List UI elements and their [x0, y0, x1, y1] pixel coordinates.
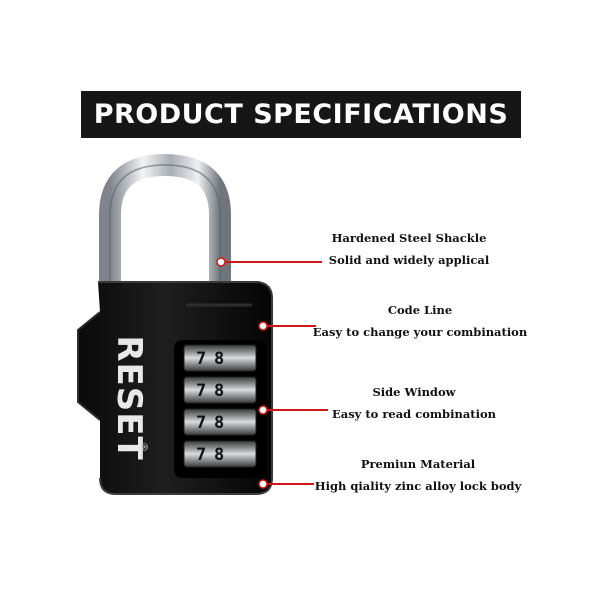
spec-side-window-description: Easy to read combination	[331, 407, 496, 421]
dial-1-digit-b: 8	[214, 349, 224, 369]
dial-2: 7 8	[183, 376, 257, 404]
dial-4: 7 8	[183, 440, 257, 468]
dial-2-digit-a: 7	[196, 381, 206, 401]
spec-shackle: Hardened Steel Shackle Solid and widely …	[289, 231, 529, 267]
pointer-code-line	[258, 321, 316, 331]
spec-shackle-description: Solid and widely applical	[328, 253, 490, 267]
dial-4-digit-b: 8	[214, 445, 224, 465]
spec-shackle-title: Hardened Steel Shackle	[331, 231, 487, 245]
spec-code-line-title: Code Line	[387, 303, 453, 317]
spec-code-line: Code Line Easy to change your combinatio…	[300, 303, 540, 339]
dial-1: 7 8	[183, 344, 257, 372]
dial-2-digit-b: 8	[214, 381, 224, 401]
dial-1-digit-a: 7	[196, 349, 206, 369]
dial-4-digit-a: 7	[196, 445, 206, 465]
banner-title: PRODUCT SPECIFICATIONS	[93, 99, 509, 130]
pointer-shackle	[216, 257, 322, 267]
specifications-banner: PRODUCT SPECIFICATIONS	[81, 91, 521, 138]
spec-side-window-title: Side Window	[372, 385, 456, 399]
dial-3: 7 8	[183, 408, 257, 436]
dial-3-digit-b: 8	[214, 413, 224, 433]
dial-3-digit-a: 7	[196, 413, 206, 433]
brand-logo: RESET	[109, 335, 149, 460]
spec-material: Premiun Material High qiality zinc alloy…	[298, 457, 538, 493]
pointer-side-window	[258, 405, 328, 415]
spec-code-line-description: Easy to change your combination	[312, 325, 528, 339]
spec-material-description: High qiality zinc alloy lock body	[314, 479, 522, 493]
spec-side-window: Side Window Easy to read combination	[294, 385, 534, 421]
pointer-material	[258, 479, 314, 489]
brand-trademark: ®	[138, 442, 149, 452]
shackle	[99, 153, 231, 300]
spec-material-title: Premiun Material	[360, 457, 476, 471]
